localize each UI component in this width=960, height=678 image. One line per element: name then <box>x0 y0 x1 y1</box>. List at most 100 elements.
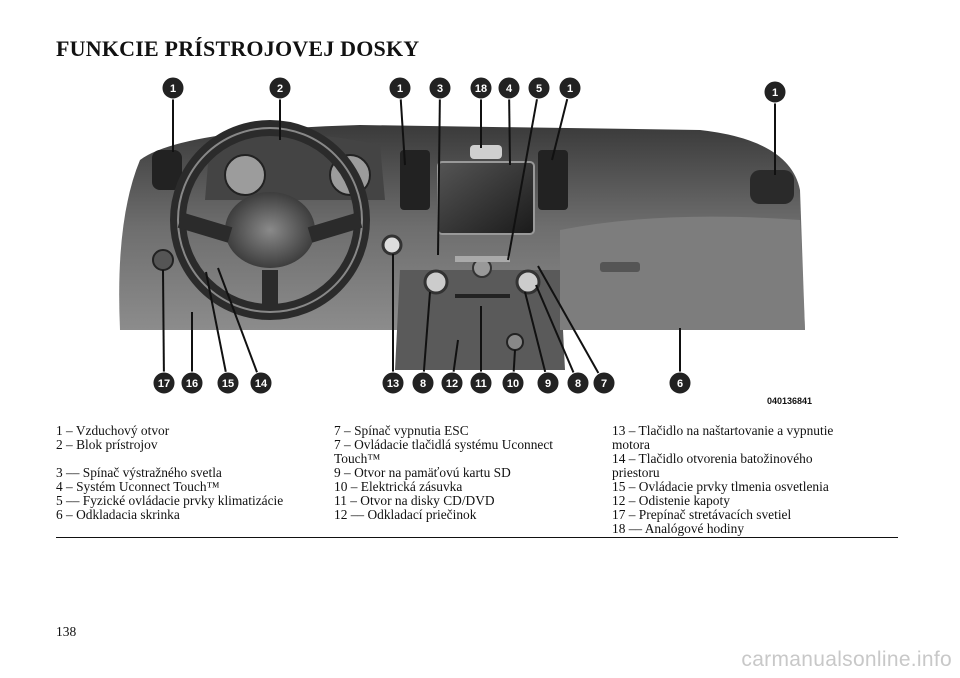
callout-top-circle <box>558 76 582 100</box>
steering-wheel-spokes <box>177 212 363 310</box>
steering-wheel-highlight <box>177 127 363 313</box>
callout-top-label: 18 <box>475 83 487 95</box>
callout-top-label: 5 <box>536 83 542 95</box>
legend-item: 17 – Prepínač stretávacích svetiel <box>612 507 792 522</box>
callout-bottom-label: 12 <box>446 378 458 390</box>
callout-top-label: 2 <box>277 83 283 95</box>
callout-bottom-circle <box>411 371 435 395</box>
legend-column-3: 13 – Tlačidlo na naštartovanie a vypnuti… <box>612 424 898 536</box>
callout-bottom-label: 8 <box>420 378 426 390</box>
callout-bottom-circle <box>592 371 616 395</box>
callout-top-circle <box>268 76 292 100</box>
legend-item: 7 – Ovládacie tlačidlá systému Uconnect <box>334 437 554 452</box>
legend-item: 6 – Odkladacia skrinka <box>56 507 180 522</box>
callout-leader-line <box>162 269 165 384</box>
cd-slot <box>455 294 510 298</box>
watermark: carmanualsonline.info <box>741 648 952 671</box>
legend-item-continuation: Touch™ <box>334 451 381 466</box>
callout-bottom-label: 9 <box>545 378 551 390</box>
callout-bottom-circle <box>180 371 204 395</box>
callout-top-circle <box>527 76 551 100</box>
analog-clock <box>470 145 502 159</box>
callout-top-circle <box>388 76 412 100</box>
legend-item-continuation: priestoru <box>612 465 660 480</box>
right-climate-knob <box>515 269 541 295</box>
callout-leader-line <box>551 87 571 161</box>
callout-leader-line <box>437 87 441 256</box>
headlight-switch <box>152 249 174 271</box>
callout-top-label: 4 <box>506 83 513 95</box>
callout-bottom-label: 7 <box>601 378 607 390</box>
legend-item: 10 – Elektrická zásuvka <box>334 479 463 494</box>
callout-bottom-circle <box>440 371 464 395</box>
callout-leader-line <box>524 291 549 384</box>
legend-item: 11 – Otvor na disky CD/DVD <box>334 493 495 508</box>
legend-item: 2 – Blok prístrojov <box>56 437 158 452</box>
callout-top-circle <box>161 76 185 100</box>
left-climate-knob <box>423 269 449 295</box>
left-air-vent <box>152 150 182 190</box>
callout-bottom-label: 17 <box>158 378 170 390</box>
callout-leader-line <box>507 87 540 261</box>
callout-bottom-label: 16 <box>186 378 198 390</box>
glovebox-area <box>560 216 805 330</box>
callout-top-label: 3 <box>437 83 443 95</box>
control-buttons-row <box>455 256 510 262</box>
callout-bottom-label: 10 <box>507 378 519 390</box>
center-vent-left <box>400 150 430 210</box>
page-title: FUNKCIE PRÍSTROJOVEJ DOSKY <box>56 36 420 61</box>
legend-column-1: 1 – Vzduchový otvor 2 – Blok prístrojov … <box>56 424 334 536</box>
callout-bottom-circle <box>381 371 405 395</box>
legend-item: 4 – Systém Uconnect Touch™ <box>56 479 220 494</box>
power-outlet <box>506 333 524 351</box>
start-stop-button <box>381 234 403 256</box>
callout-bottom-circle <box>566 371 590 395</box>
callout-bottom-label: 13 <box>387 378 399 390</box>
legend-item: 18 –– Analógové hodiny <box>612 521 745 536</box>
figure-code: 040136841 <box>767 396 812 406</box>
legend-item: 13 – Tlačidlo na naštartovanie a vypnuti… <box>612 423 834 438</box>
callout-leader-line <box>508 87 511 166</box>
glovebox-handle <box>600 262 640 272</box>
page-number: 138 <box>56 624 77 639</box>
callout-top-label: 1 <box>170 83 176 95</box>
legend-item: 1 – Vzduchový otvor <box>56 423 170 438</box>
legend-item-continuation: motora <box>612 437 650 452</box>
callout-top-circle <box>428 76 452 100</box>
callout-bottom-label: 11 <box>475 378 487 390</box>
legend-item: 3 –– Spínač výstražného svetla <box>56 465 222 480</box>
steering-wheel-hub <box>225 192 315 268</box>
callout-bottom-circle <box>152 371 176 395</box>
callout-top-circle <box>469 76 493 100</box>
callout-leader-line <box>217 267 262 384</box>
callout-bottom-label: 6 <box>677 378 683 390</box>
callout-top-label: 1 <box>567 83 573 95</box>
callout-bottom-circle <box>469 371 493 395</box>
legend-item: 14 – Tlačidlo otvorenia batožinového <box>612 451 813 466</box>
callout-bottom-circle <box>216 371 240 395</box>
callout-bottom-circle <box>249 371 273 395</box>
legend-item: 12 – Odistenie kapoty <box>612 493 730 508</box>
callout-bottom-label: 15 <box>222 378 234 390</box>
callout-bottom-label: 14 <box>255 378 268 390</box>
callout-leader-line <box>537 265 605 384</box>
callout-bottom-circle <box>668 371 692 395</box>
callout-leader-line <box>205 271 229 384</box>
center-vent-right <box>538 150 568 210</box>
gauge-left <box>224 154 266 196</box>
legend-column-2: 7 – Spínač vypnutia ESC 7 – Ovládacie tl… <box>334 424 612 536</box>
legend-item: 15 – Ovládacie prvky tlmenia osvetlenia <box>612 479 829 494</box>
legend-item: 5 –– Fyzické ovládacie prvky klimatizáci… <box>56 493 284 508</box>
callout-leader-line <box>399 87 406 166</box>
callout-top-circle <box>497 76 521 100</box>
callout-top-circle <box>763 80 787 104</box>
legend-item: 7 – Spínač vypnutia ESC <box>334 423 469 438</box>
legend-item: 12 –– Odkladací priečinok <box>334 507 477 522</box>
callout-bottom-circle <box>536 371 560 395</box>
callout-top-label: 1 <box>772 87 778 99</box>
legend-item: 9 – Otvor na pamäťovú kartu SD <box>334 465 511 480</box>
callout-bottom-circle <box>501 371 525 395</box>
callout-leader-line <box>422 291 431 384</box>
